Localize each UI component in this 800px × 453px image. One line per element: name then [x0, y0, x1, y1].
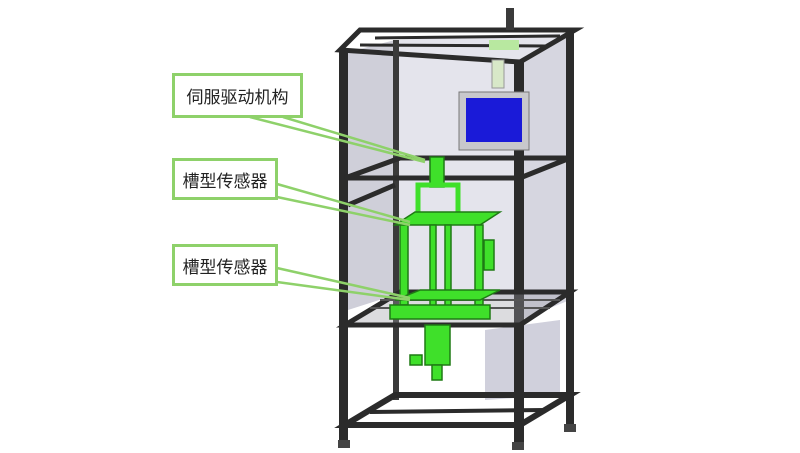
hmi-screen [466, 98, 522, 142]
front-left-post [339, 48, 348, 443]
back-left-post [393, 40, 399, 400]
middle-shelf [344, 155, 571, 181]
callout-slot-sensor-lower: 槽型传感器 [172, 244, 278, 286]
back-right-post [566, 30, 574, 425]
callout-label: 槽型传感器 [182, 171, 268, 192]
foot [338, 440, 350, 448]
callout-label: 槽型传感器 [182, 257, 268, 278]
callout-slot-sensor-upper: 槽型传感器 [172, 158, 278, 200]
leader-lines [249, 115, 426, 302]
callout-servo-drive: 伺服驱动机构 [172, 73, 303, 118]
top-frame [334, 27, 585, 65]
callout-label: 伺服驱动机构 [186, 88, 289, 108]
servo-mechanism [389, 156, 503, 381]
foot [564, 424, 576, 432]
foot [512, 442, 524, 450]
bottom-frame [334, 392, 581, 428]
front-right-post [514, 60, 524, 445]
left-side-panel [348, 40, 395, 310]
tower-light [506, 8, 514, 30]
right-side-panel [520, 33, 570, 320]
